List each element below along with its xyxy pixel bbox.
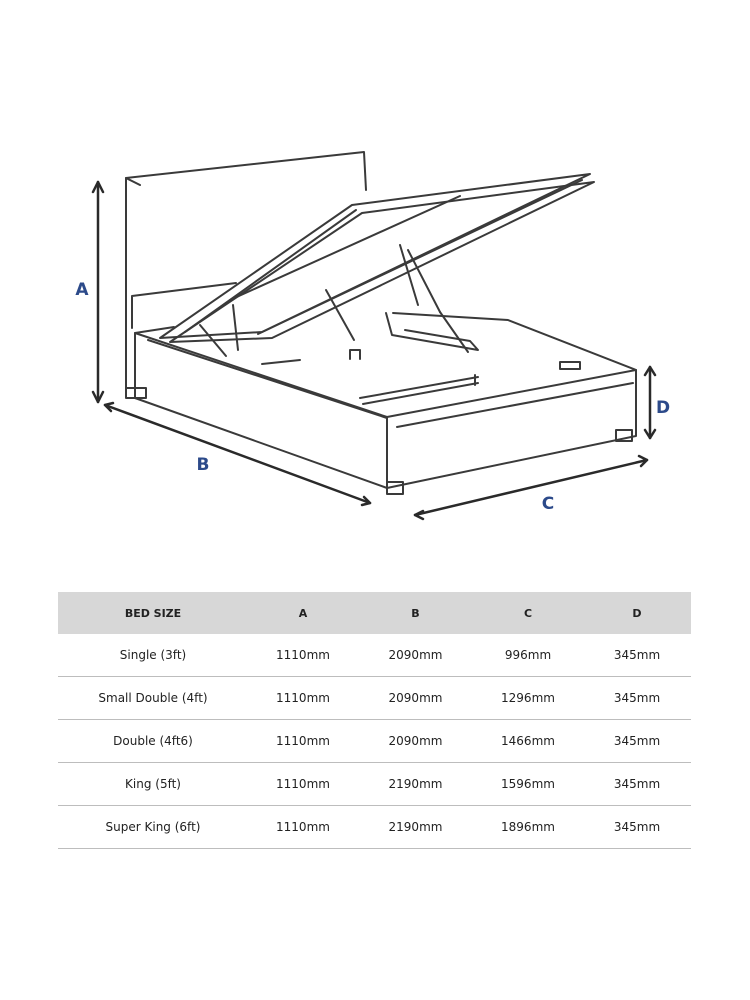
cell-c: 1296mm xyxy=(473,676,583,720)
table-row: Double (4ft6) 1110mm 2090mm 1466mm 345mm xyxy=(58,719,691,763)
cell-bed-size: Super King (6ft) xyxy=(58,805,248,849)
dimension-label-d: D xyxy=(656,398,670,418)
table-header-row: BED SIZE A B C D xyxy=(58,592,691,634)
gas-lift-struts xyxy=(199,244,479,357)
cell-c: 996mm xyxy=(473,634,583,677)
cell-d: 345mm xyxy=(583,634,691,677)
header-bed-size: BED SIZE xyxy=(58,592,248,634)
cell-a: 1110mm xyxy=(248,719,358,763)
headboard xyxy=(125,151,367,396)
cell-c: 1466mm xyxy=(473,719,583,763)
cell-bed-size: Double (4ft6) xyxy=(58,719,248,763)
table-row: King (5ft) 1110mm 2190mm 1596mm 345mm xyxy=(58,762,691,806)
dimension-label-b: B xyxy=(197,455,210,475)
dimension-c-arrow xyxy=(413,458,649,517)
cell-d: 345mm xyxy=(583,762,691,806)
table-row: Super King (6ft) 1110mm 2190mm 1896mm 34… xyxy=(58,805,691,849)
header-b: B xyxy=(358,592,473,634)
cell-d: 345mm xyxy=(583,676,691,720)
dimension-b-arrow xyxy=(103,403,372,505)
header-c: C xyxy=(473,592,583,634)
cell-a: 1110mm xyxy=(248,676,358,720)
header-d: D xyxy=(583,592,691,634)
cell-a: 1110mm xyxy=(248,762,358,806)
cell-b: 2090mm xyxy=(358,634,473,677)
dimension-label-a: A xyxy=(75,280,89,300)
cell-a: 1110mm xyxy=(248,805,358,849)
table-row: Single (3ft) 1110mm 2090mm 996mm 345mm xyxy=(58,634,691,677)
dimension-label-c: C xyxy=(542,494,554,514)
table-header: BED SIZE A B C D xyxy=(58,592,691,634)
cell-b: 2090mm xyxy=(358,719,473,763)
cell-bed-size: Single (3ft) xyxy=(58,634,248,677)
cell-b: 2090mm xyxy=(358,676,473,720)
cell-c: 1596mm xyxy=(473,762,583,806)
ottoman-bed-diagram: A B C D xyxy=(75,151,670,521)
dimension-arrows xyxy=(91,180,657,521)
cell-b: 2190mm xyxy=(358,805,473,849)
cell-d: 345mm xyxy=(583,805,691,849)
cell-bed-size: Small Double (4ft) xyxy=(58,676,248,720)
cell-a: 1110mm xyxy=(248,634,358,677)
table-row: Small Double (4ft) 1110mm 2090mm 1296mm … xyxy=(58,676,691,720)
table-body: Single (3ft) 1110mm 2090mm 996mm 345mm S… xyxy=(58,634,691,849)
slatted-lift-platform xyxy=(159,173,595,343)
cell-c: 1896mm xyxy=(473,805,583,849)
cell-b: 2190mm xyxy=(358,762,473,806)
header-a: A xyxy=(248,592,358,634)
cell-d: 345mm xyxy=(583,719,691,763)
bed-legs xyxy=(125,387,633,495)
bed-base xyxy=(134,312,637,489)
bed-size-table: BED SIZE A B C D Single (3ft) 1110mm 209… xyxy=(58,592,691,849)
cell-bed-size: King (5ft) xyxy=(58,762,248,806)
